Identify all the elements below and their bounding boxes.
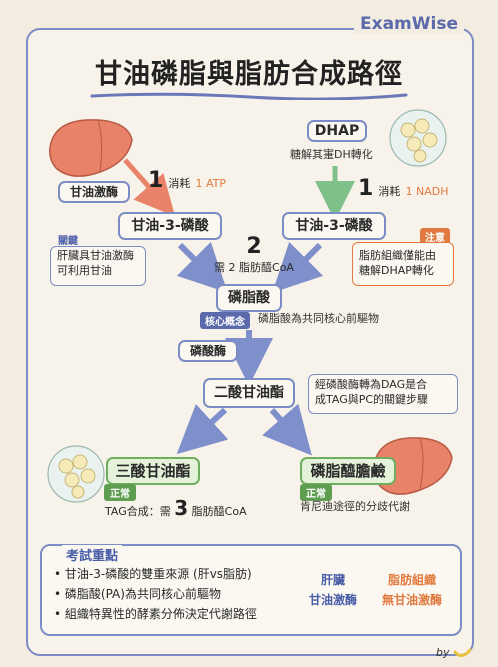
step-number: 1: [148, 168, 164, 193]
adipose-summary-value: 無甘油激酶: [381, 593, 442, 607]
glycerol-kinase-node: 甘油激酶: [58, 181, 130, 203]
dag-note-line-2: 成TAG與PC的關鍵步驟: [315, 392, 429, 406]
tag-requirement: TAG合成：需 3 脂肪醯CoA: [105, 496, 247, 520]
dag-note: 經磷酸酶轉為DAG是合 成TAG與PC的關鍵步驟: [308, 374, 458, 414]
key-note-line-2: 可利用甘油: [57, 263, 112, 277]
summary-bullet-text: 甘油-3-磷酸的雙重來源 (肝vs脂肪): [64, 567, 252, 581]
summary-heading: 考試重點: [62, 545, 123, 564]
adipose-summary: 脂肪組織 無甘油激酶: [372, 570, 452, 610]
dhap-node: DHAP: [307, 120, 367, 142]
adipose-icon: [389, 109, 447, 167]
core-concept-tag: 核心概念: [200, 312, 250, 329]
glycerol-kinase-label: 甘油激酶: [69, 185, 118, 199]
phosphatase-label: 磷酸酶: [189, 344, 226, 358]
banana-icon: [453, 648, 472, 657]
step-1-left: 1 消耗 1 ATP: [148, 168, 226, 193]
liver-summary: 肝臟 甘油激酶: [302, 570, 364, 610]
adipose-icon-bottom: [47, 445, 105, 503]
g3p-right-node: 甘油-3-磷酸: [282, 212, 386, 240]
key-tag: 關鍵: [58, 236, 78, 247]
pc-node: 磷脂醯膽鹼: [300, 457, 396, 485]
caution-note: 脂肪組織僅能由 糖解DHAP轉化: [352, 242, 454, 286]
adipose-summary-label: 脂肪組織: [387, 573, 436, 587]
caution-note-line-2: 糖解DHAP轉化: [359, 263, 434, 277]
step-cost: 1 NADH: [405, 185, 449, 198]
tag-node: 三酸甘油酯: [106, 457, 200, 485]
step-2: 2 需 2 脂肪醯CoA: [204, 234, 304, 275]
dhap-label: DHAP: [314, 123, 360, 139]
summary-bullet: • 磷脂酸(PA)為共同核心前驅物: [54, 587, 221, 601]
normal-tag-right: 正常: [300, 484, 332, 501]
key-note: 肝臟具甘油激酶 可利用甘油: [50, 246, 146, 286]
exam-summary: 考試重點 • 甘油-3-磷酸的雙重來源 (肝vs脂肪) • 磷脂酸(PA)為共同…: [40, 544, 462, 636]
pc-label: 磷脂醯膽鹼: [310, 462, 386, 480]
pc-note: 肯尼迪途徑的分歧代謝: [300, 500, 410, 513]
step-text: 消耗: [168, 177, 191, 190]
brand-logo: ExamWise: [354, 14, 464, 34]
liver-summary-value: 甘油激酶: [308, 593, 357, 607]
pa-label: 磷脂酸: [228, 290, 270, 306]
caution-note-line-1: 脂肪組織僅能由: [359, 249, 436, 262]
tag-requirement-number: 3: [174, 496, 189, 520]
liver-summary-label: 肝臟: [320, 573, 345, 587]
liver-icon: [49, 119, 133, 177]
dag-label: 二酸甘油酯: [214, 385, 284, 401]
dhap-subtitle: 糖解其寁DH轉化: [290, 148, 373, 161]
summary-bullet-text: 組織特異性的酵素分佈決定代謝路徑: [64, 607, 257, 621]
g3p-left-label: 甘油-3-磷酸: [131, 218, 209, 234]
page-title: 甘油磷脂與脂肪合成路徑: [95, 59, 403, 90]
step-text: 需 2 脂肪醯CoA: [214, 261, 294, 274]
step-cost: 1 ATP: [195, 177, 227, 190]
g3p-right-label: 甘油-3-磷酸: [295, 218, 373, 234]
dag-node: 二酸甘油酯: [203, 378, 295, 408]
summary-bullet: • 甘油-3-磷酸的雙重來源 (肝vs脂肪): [54, 567, 252, 581]
step-text: 消耗: [378, 185, 401, 198]
phosphatase-node: 磷酸酶: [178, 340, 238, 362]
dag-note-line-1: 經磷酸酶轉為DAG是合: [315, 378, 428, 391]
pa-node: 磷脂酸: [216, 284, 282, 312]
step-1-right: 1 消耗 1 NADH: [358, 176, 449, 201]
title-underline: [90, 92, 408, 100]
step-number: 2: [246, 234, 262, 259]
normal-tag-left: 正常: [104, 484, 136, 501]
tag-label: 三酸甘油酯: [115, 462, 191, 480]
signature: by: [436, 646, 450, 659]
core-concept-note: 磷脂酸為共同核心前驅物: [258, 312, 379, 325]
step-number: 1: [358, 176, 374, 201]
tag-requirement-prefix: TAG合成：需: [105, 505, 171, 518]
key-note-line-1: 肝臟具甘油激酶: [57, 249, 134, 262]
caution-tag: 注意: [420, 228, 450, 245]
summary-bullet-text: 磷脂酸(PA)為共同核心前驅物: [64, 587, 221, 601]
tag-requirement-suffix: 脂肪醯CoA: [191, 505, 247, 518]
g3p-left-node: 甘油-3-磷酸: [118, 212, 222, 240]
summary-bullets: • 甘油-3-磷酸的雙重來源 (肝vs脂肪) • 磷脂酸(PA)為共同核心前驅物…: [54, 564, 257, 624]
summary-bullet: • 組織特異性的酵素分佈決定代謝路徑: [54, 607, 257, 621]
